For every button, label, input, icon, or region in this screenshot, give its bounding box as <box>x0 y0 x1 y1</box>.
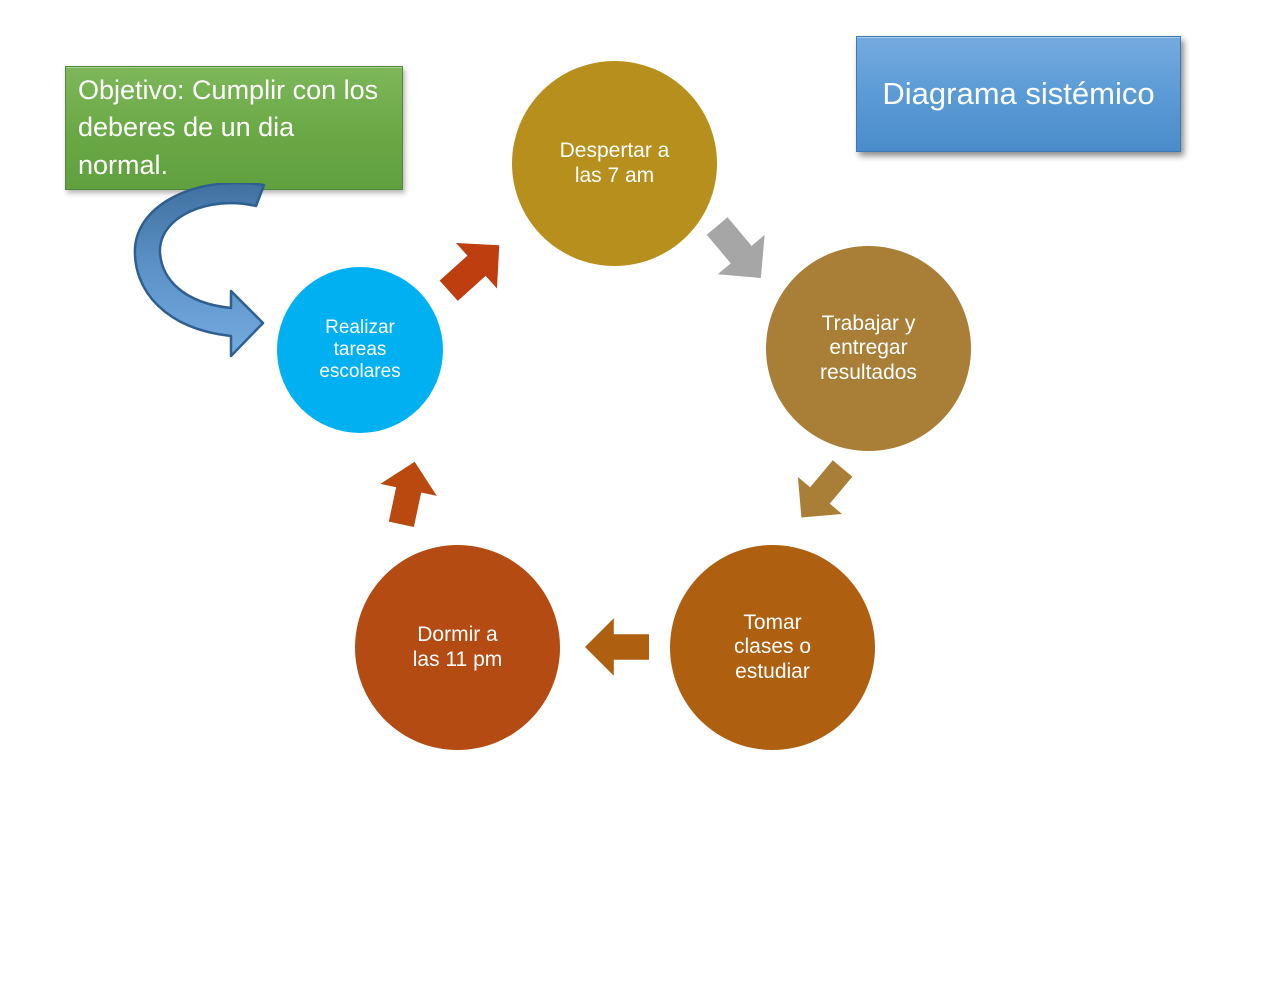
objective-text: Objetivo: Cumplir con los deberes de un … <box>78 75 379 180</box>
cycle-node-label: Realizar tareas escolares <box>319 317 401 382</box>
curved-pointer-arrow-icon <box>133 183 266 358</box>
title-box: Diagrama sistémico <box>856 36 1181 152</box>
cycle-node-realizar: Realizar tareas escolares <box>277 267 443 433</box>
cycle-arrow-tomar-to-dormir <box>585 618 649 676</box>
cycle-node-label: Despertar a las 7 am <box>559 139 670 187</box>
cycle-node-label: Trabajar y entregar resultados <box>820 312 917 384</box>
objective-callout: Objetivo: Cumplir con los deberes de un … <box>65 66 403 190</box>
cycle-node-dormir: Dormir a las 11 pm <box>355 545 560 750</box>
cycle-arrow-realizar-to-despertar <box>439 242 500 301</box>
cycle-arrow-dormir-to-realizar <box>380 461 437 527</box>
cycle-node-trabajar: Trabajar y entregar resultados <box>766 246 971 451</box>
cycle-node-label: Dormir a las 11 pm <box>412 623 503 671</box>
cycle-node-label: Tomar clases o estudiar <box>733 611 812 683</box>
cycle-node-tomar: Tomar clases o estudiar <box>670 545 875 750</box>
cycle-node-despertar: Despertar a las 7 am <box>512 61 717 266</box>
cycle-arrow-trabajar-to-tomar <box>797 460 853 518</box>
title-text: Diagrama sistémico <box>882 76 1155 112</box>
cycle-arrow-despertar-to-trabajar <box>706 217 765 279</box>
